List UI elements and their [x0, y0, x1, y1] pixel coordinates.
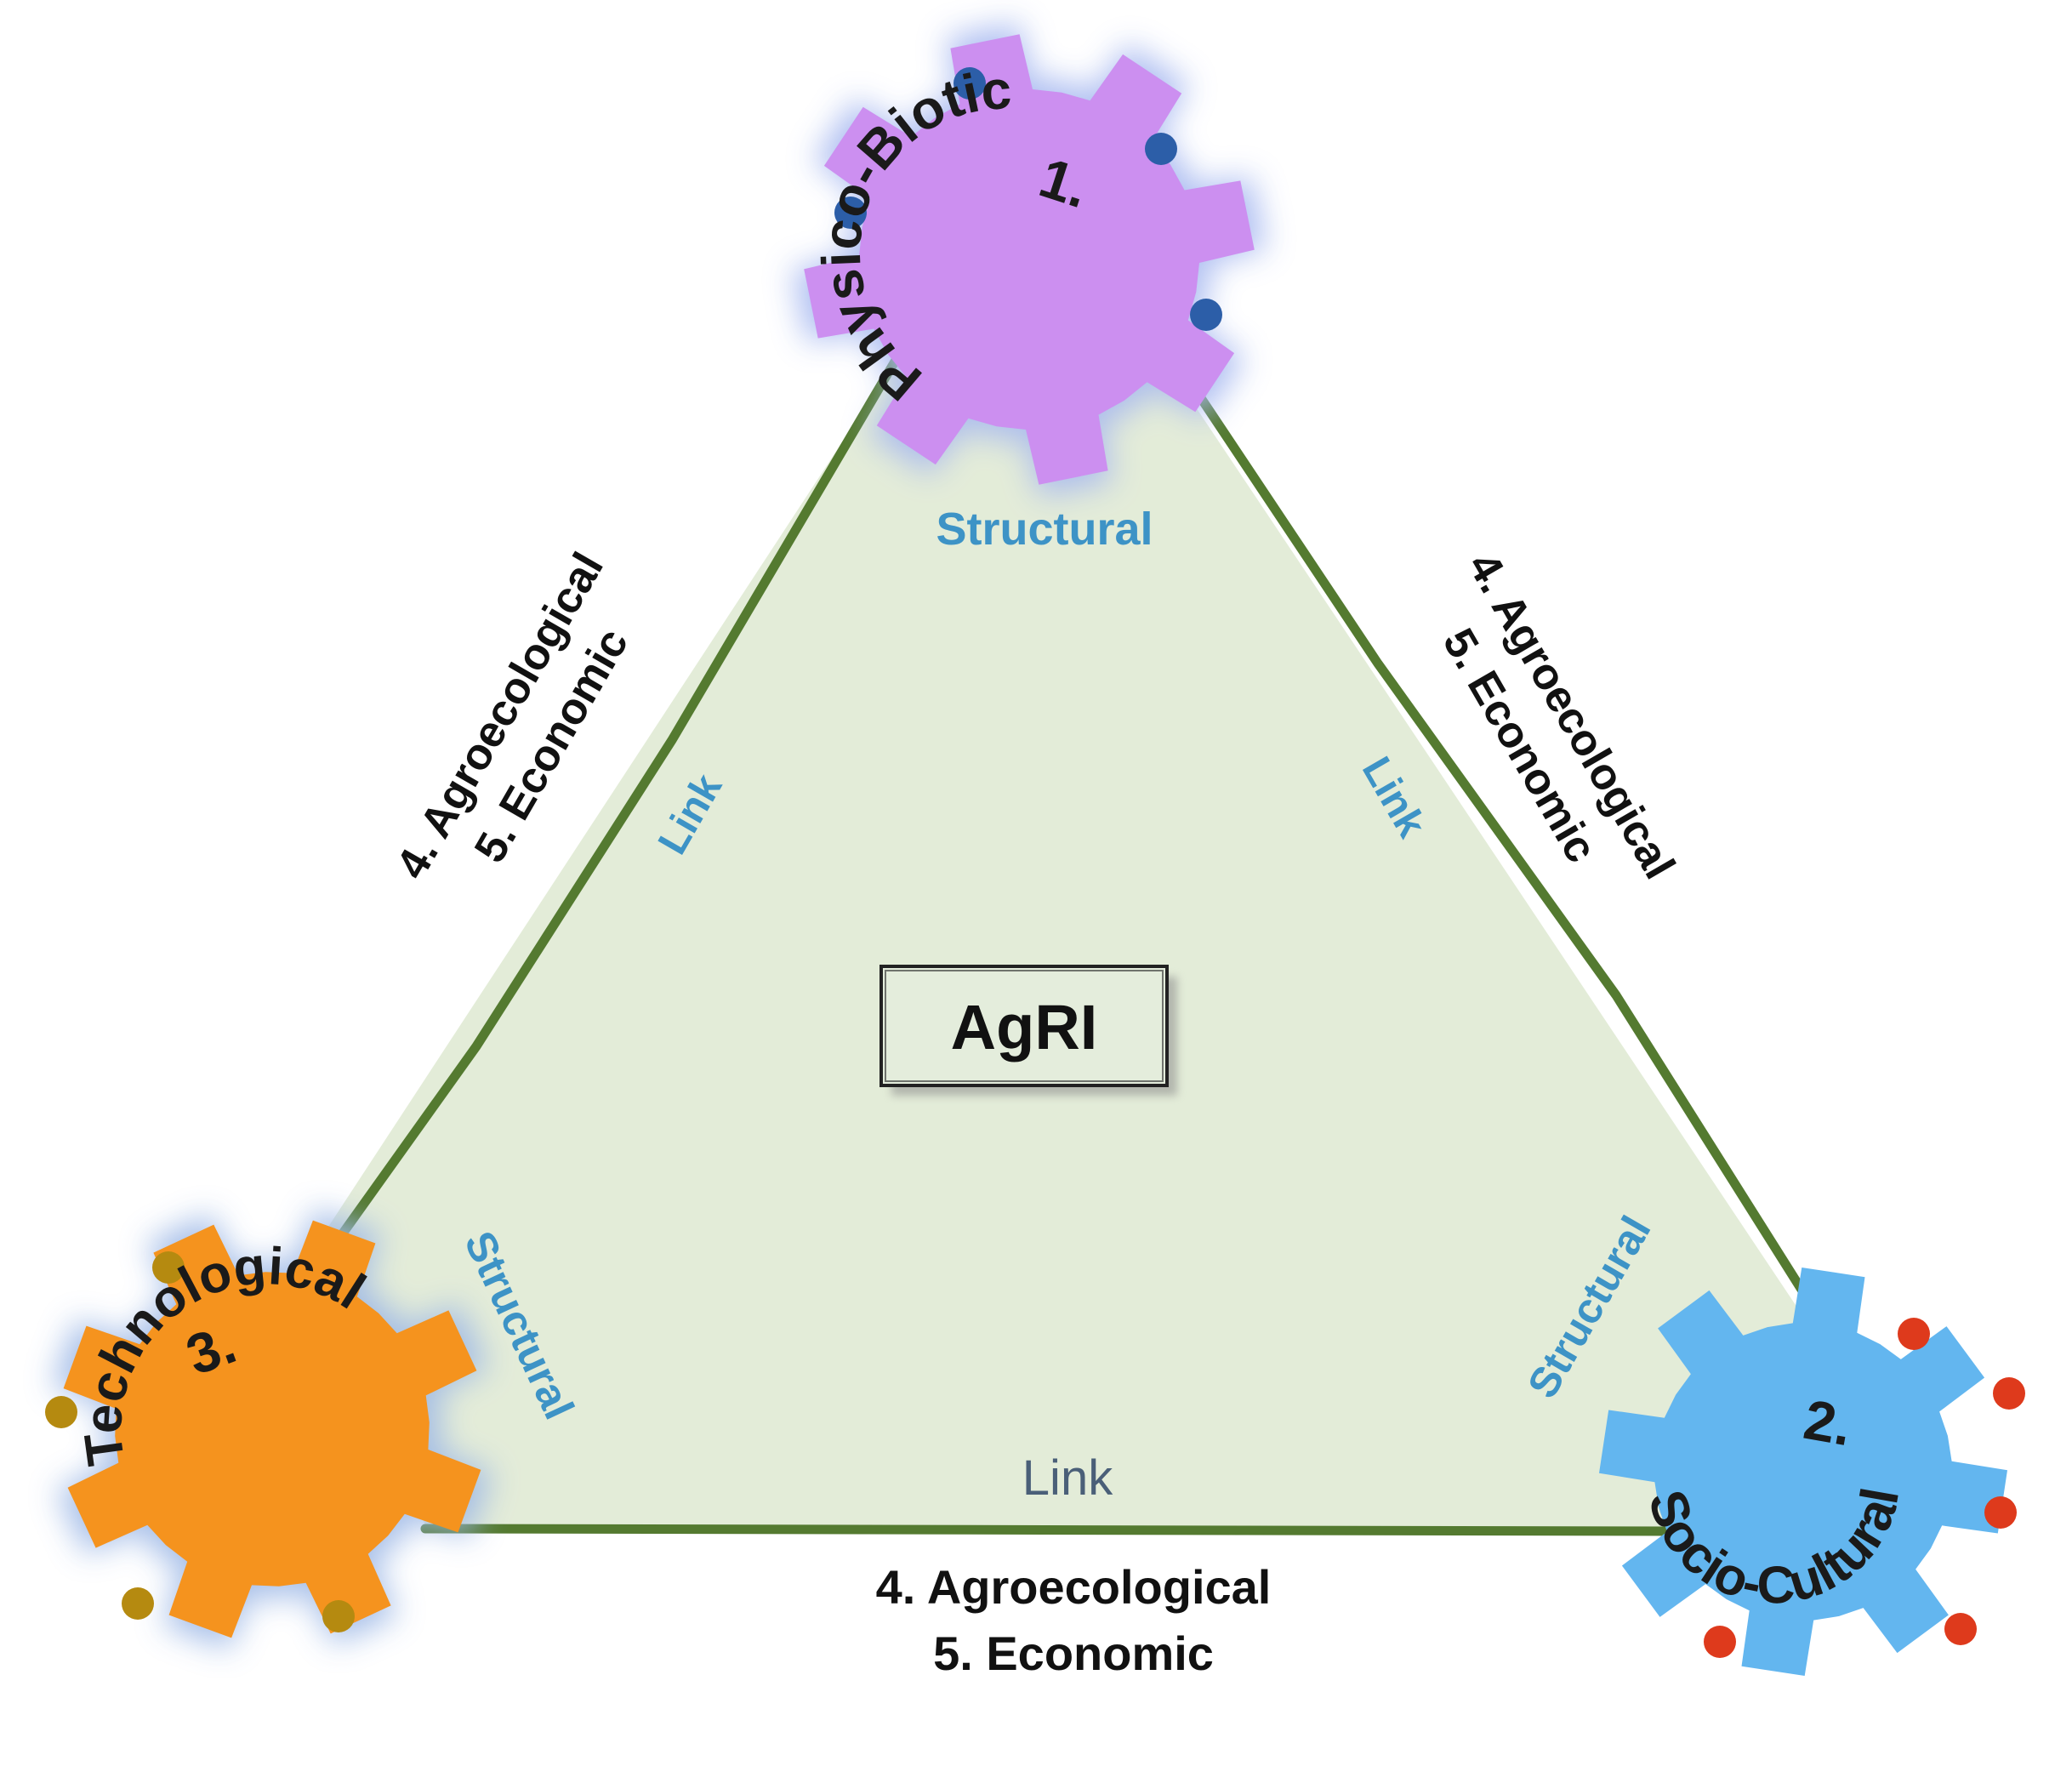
gear-physico-dot [953, 67, 986, 100]
gear-physico-dot [1190, 299, 1222, 331]
agri-box: AgRI [879, 965, 1177, 1096]
gear-socio-dot [1993, 1377, 2025, 1410]
triangle-edge-bottom [420, 1524, 1685, 1536]
edge-bottom-agroecological: 4. Agroecological [876, 1560, 1272, 1614]
gear-physico-dot [1145, 133, 1177, 165]
gear-socio-body [1599, 1268, 2007, 1676]
gear-techno-dot [45, 1396, 77, 1428]
edge-bottom-economic: 5. Economic [933, 1626, 1214, 1680]
structural-label-top: Structural [936, 504, 1153, 555]
gear-techno-dot [122, 1587, 154, 1620]
gear-socio-dot [1944, 1613, 1977, 1645]
gear-socio-dot [1704, 1626, 1736, 1658]
gear-socio-dot [1984, 1496, 2017, 1529]
agri-label: AgRI [951, 992, 1098, 1062]
triangle-edge-right [1152, 327, 1817, 1311]
gear-technological [45, 1208, 493, 1650]
gear-socio-dot [1898, 1318, 1930, 1350]
triangle-edge-left [301, 356, 900, 1290]
gear-socio-cultural [1599, 1268, 2025, 1676]
socio-number: 2. [1800, 1387, 1857, 1457]
triangle-body [285, 362, 1816, 1535]
edge-bottom-link: Link [1022, 1450, 1113, 1506]
gear-techno-dot [152, 1251, 185, 1284]
gear-physico-dot [834, 197, 867, 229]
gear-physico-body [804, 34, 1255, 485]
gear-physico-biotic [792, 22, 1267, 497]
gear-techno-body [63, 1220, 481, 1638]
gear-techno-dot [322, 1600, 355, 1632]
